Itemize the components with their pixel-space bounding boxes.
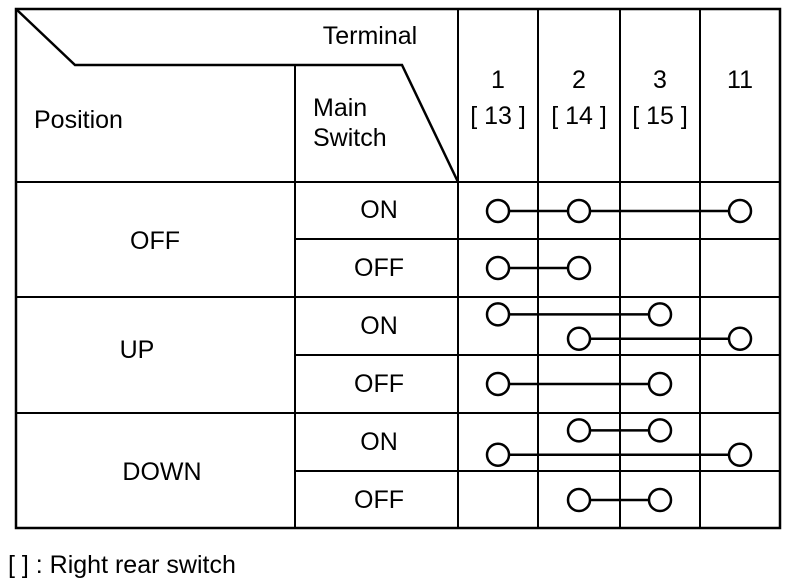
link-off-off-1-terminal-2-node (566, 255, 592, 281)
terminal-header-label: Terminal (323, 22, 417, 50)
position-off-label: OFF (130, 227, 180, 255)
main-switch-header-line2: Switch (313, 124, 387, 152)
table-border (14, 7, 782, 530)
link-down-off-1-terminal-3-node (647, 487, 673, 513)
main-switch-down-off-label: OFF (354, 486, 404, 514)
link-off-on-1-terminal-11-node (727, 198, 753, 224)
link-up-on-1-terminal-3-node (647, 302, 673, 327)
link-up-on-2-terminal-11-node (727, 326, 753, 352)
continuity-links (485, 198, 753, 513)
main-switch-up-off-label: OFF (354, 370, 404, 398)
terminal-3-label: 3 (653, 66, 667, 94)
link-up-on-1-terminal-1-node (485, 302, 511, 327)
terminal-11-label: 11 (727, 66, 753, 94)
terminal-2-right-rear-label: [ 14 ] (551, 102, 607, 130)
terminal-2-label: 2 (572, 66, 586, 94)
link-down-on-2-terminal-11-node (727, 442, 753, 468)
link-up-off-1-terminal-1-node (485, 371, 511, 397)
link-off-on-1-terminal-1-node (485, 198, 511, 224)
footnote-right-rear-switch: [ ] : Right rear switch (8, 551, 236, 579)
main-switch-header-line1: Main (313, 94, 367, 122)
position-header-label: Position (34, 106, 123, 134)
main-switch-up-on-label: ON (360, 312, 398, 340)
link-down-on-2-terminal-1-node (485, 442, 511, 468)
link-up-off-1-terminal-3-node (647, 371, 673, 397)
link-off-on-1-terminal-2-node (566, 198, 592, 224)
position-up-label: UP (120, 336, 155, 364)
link-down-on-1-terminal-3-node (647, 418, 673, 443)
position-down-label: DOWN (122, 458, 201, 486)
main-switch-down-on-label: ON (360, 428, 398, 456)
terminal-1-label: 1 (491, 66, 505, 94)
terminal-3-right-rear-label: [ 15 ] (632, 102, 688, 130)
main-switch-off-off-label: OFF (354, 254, 404, 282)
link-down-off-1-terminal-2-node (566, 487, 592, 513)
terminal-1-right-rear-label: [ 13 ] (470, 102, 526, 130)
link-up-on-2-terminal-2-node (566, 326, 592, 352)
main-switch-off-on-label: ON (360, 196, 398, 224)
link-down-on-1-terminal-2-node (566, 418, 592, 443)
link-off-off-1-terminal-1-node (485, 255, 511, 281)
header-diagonal-divider (15, 8, 460, 183)
